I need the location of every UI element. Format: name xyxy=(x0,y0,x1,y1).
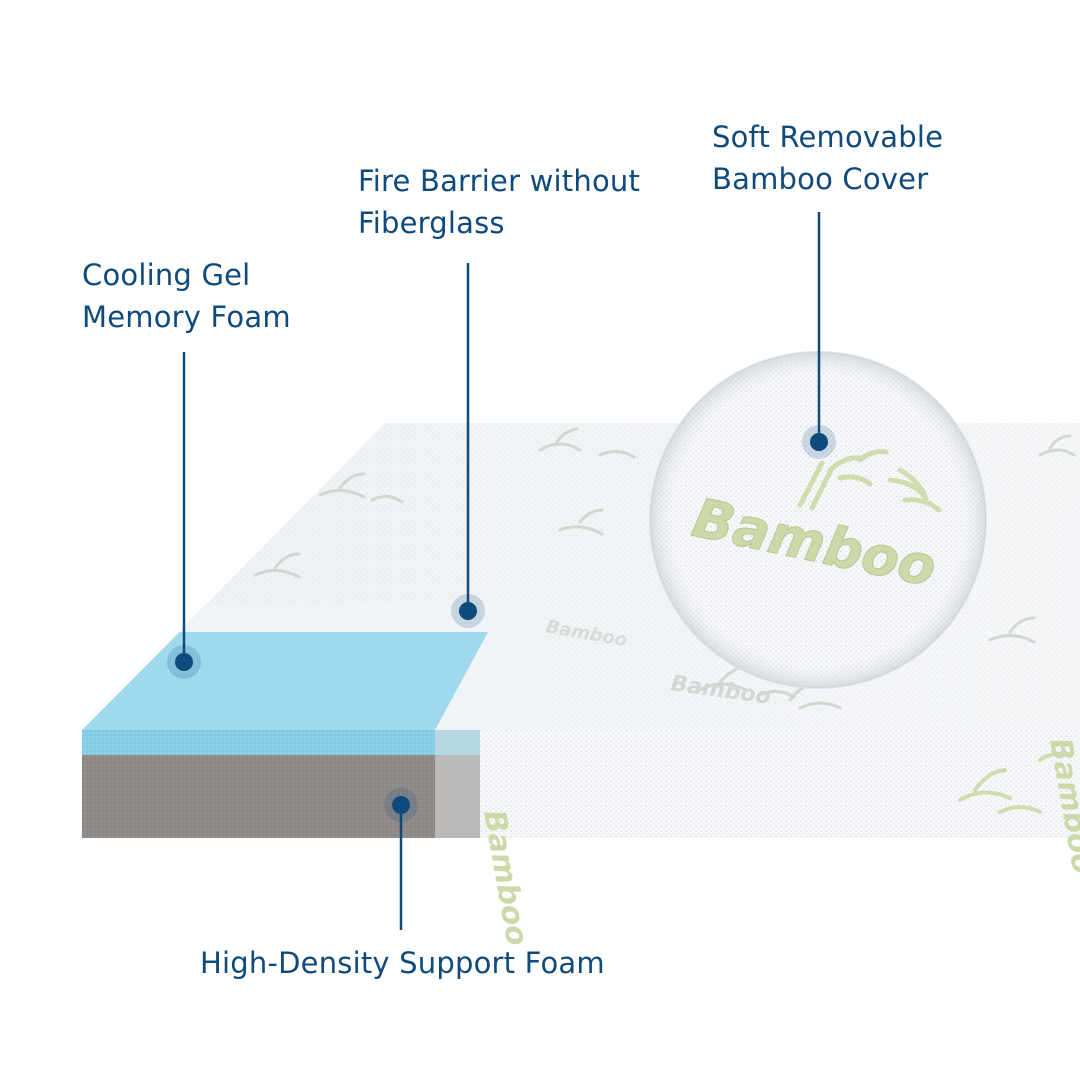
callout-support-foam-label: High-Density Support Foam xyxy=(200,942,605,984)
marker-cover xyxy=(810,433,828,451)
marker-cooling-gel xyxy=(175,653,193,671)
support-foam-front xyxy=(82,755,435,838)
cooling-gel-front xyxy=(82,730,435,755)
callout-support-foam-line1: High-Density Support Foam xyxy=(200,946,605,980)
callout-cooling-gel-label: Cooling Gel Memory Foam xyxy=(82,254,291,338)
callout-cooling-gel-line2: Memory Foam xyxy=(82,300,291,334)
marker-support-foam xyxy=(392,796,410,814)
fabric-zoom-detail: Bamboo xyxy=(649,351,987,689)
callout-cover-line2: Bamboo Cover xyxy=(712,162,929,196)
callout-cooling-gel-line1: Cooling Gel xyxy=(82,258,251,292)
cooling-gel-top xyxy=(82,632,488,730)
leader-lines xyxy=(182,212,821,930)
callout-fire-barrier-line1: Fire Barrier without xyxy=(358,164,641,198)
marker-dots xyxy=(167,425,836,822)
cover-front-leaf-motifs xyxy=(958,751,1072,814)
callout-cover-line1: Soft Removable xyxy=(712,120,944,154)
bamboo-leaf-motifs xyxy=(253,427,1076,710)
marker-fire-barrier xyxy=(459,602,477,620)
callout-fire-barrier-label: Fire Barrier without Fiberglass xyxy=(358,160,640,244)
callout-fire-barrier-line2: Fiberglass xyxy=(358,206,505,240)
cover-front-face xyxy=(480,730,1080,838)
callout-cover-label: Soft Removable Bamboo Cover xyxy=(712,116,943,200)
